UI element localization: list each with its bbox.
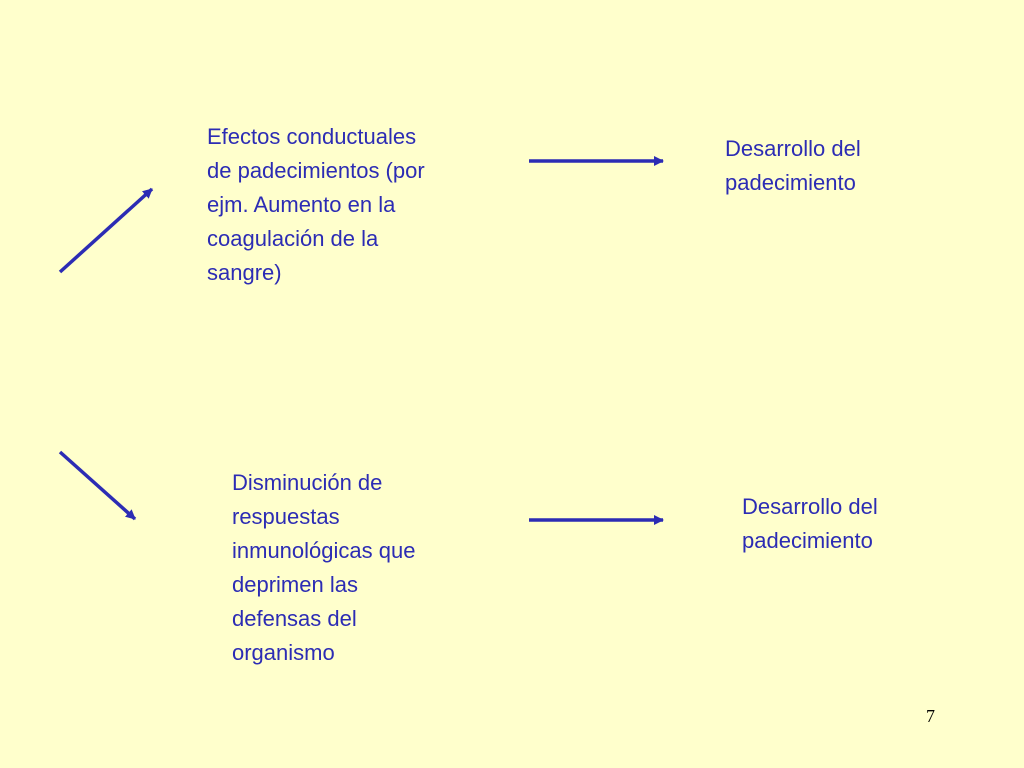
- behavioral-effects-text: Efectos conductuales de padecimientos (p…: [207, 120, 507, 290]
- disease-development-text-bottom: Desarrollo del padecimiento: [742, 490, 942, 558]
- text-line: sangre): [207, 260, 282, 285]
- text-line: coagulación de la: [207, 226, 379, 251]
- text-line: ejm. Aumento en la: [207, 192, 396, 217]
- text-line: Efectos conductuales: [207, 124, 417, 149]
- text-line: inmunológicas que: [232, 538, 416, 563]
- page-number: 7: [926, 706, 935, 726]
- text-line: padecimiento: [725, 170, 856, 195]
- text-line: respuestas: [232, 504, 340, 529]
- text-line: organismo: [232, 640, 335, 665]
- text-line: padecimiento: [742, 528, 873, 553]
- text-line: Desarrollo del: [725, 136, 861, 161]
- text-line: deprimen las: [232, 572, 358, 597]
- text-line: Desarrollo del: [742, 494, 878, 519]
- text-line: Disminución de: [232, 470, 383, 495]
- text-line: defensas del: [232, 606, 357, 631]
- text-line: de padecimientos (por: [207, 158, 425, 183]
- immune-decrease-text: Disminución de respuestas inmunológicas …: [232, 466, 492, 670]
- disease-development-text-top: Desarrollo del padecimiento: [725, 132, 925, 200]
- arrow-up-diagonal: [58, 187, 154, 274]
- arrow-down-diagonal: [58, 450, 137, 521]
